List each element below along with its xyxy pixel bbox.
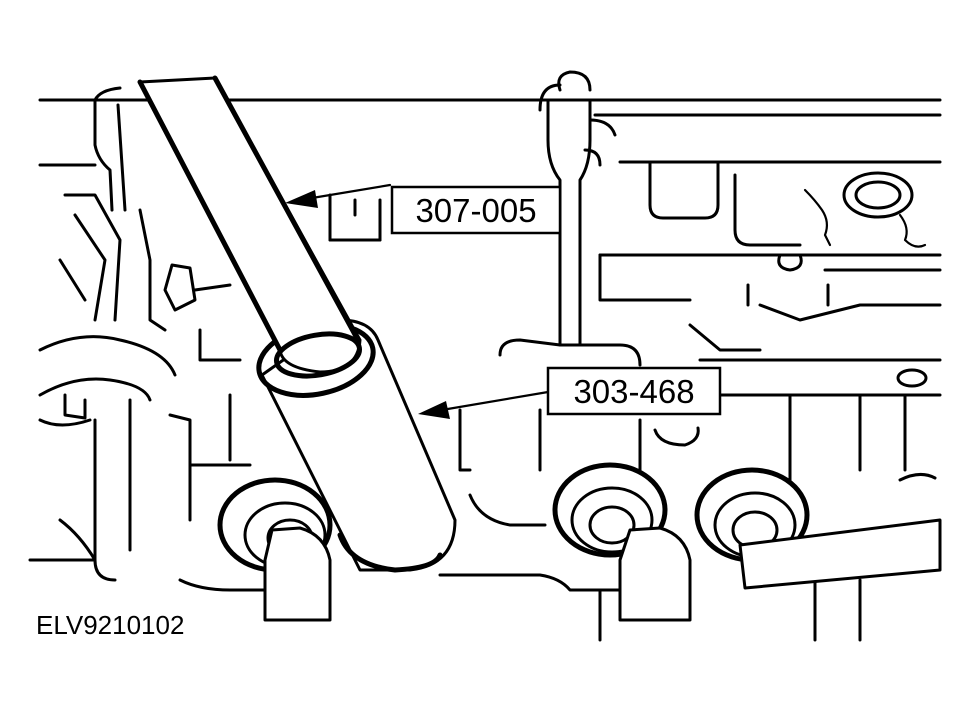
callout-label-303-468: 303-468	[573, 373, 694, 410]
callout-label-307-005: 307-005	[415, 192, 536, 229]
left-mount-bushing	[217, 477, 333, 622]
callout-leaders	[285, 183, 550, 419]
callout-307-005: 307-005	[390, 185, 562, 235]
callout-303-468: 303-468	[546, 366, 722, 416]
middle-mount-bushing	[552, 462, 692, 622]
engine-block-lines	[28, 70, 942, 642]
figure-reference: ELV9210102	[36, 610, 184, 640]
right-mount-bushing	[694, 467, 942, 590]
extension-bar-307-005	[137, 75, 363, 379]
socket-tool-303-468	[256, 318, 457, 573]
